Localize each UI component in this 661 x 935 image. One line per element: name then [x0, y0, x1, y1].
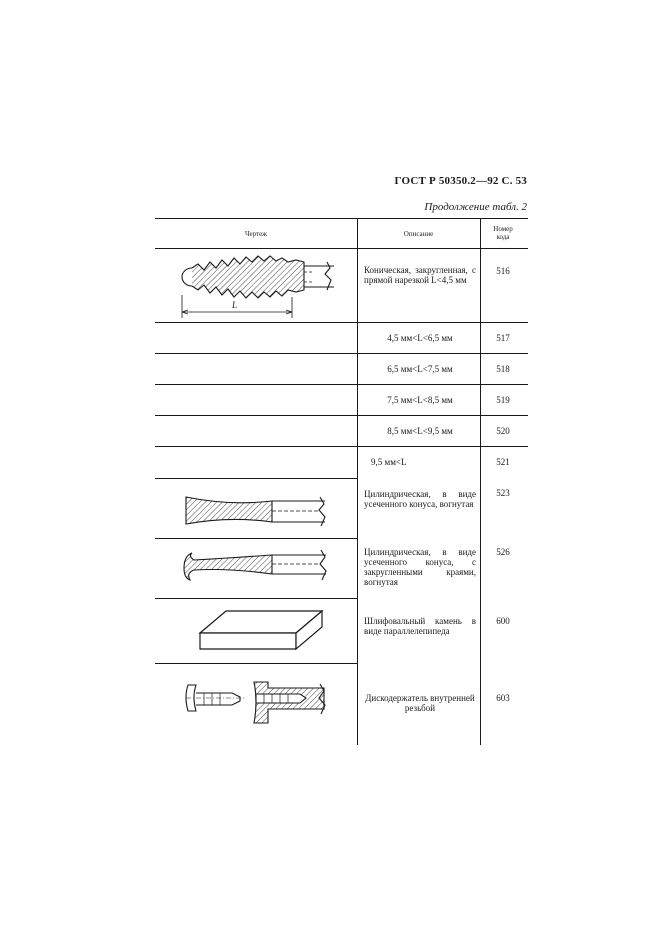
row-description: Цилиндрическая, в виде усеченного конуса…: [364, 489, 476, 509]
document-code: ГОСТ Р 50350.2—92 С. 53: [394, 175, 527, 187]
row-code: 519: [496, 395, 510, 405]
row-code: 600: [496, 616, 510, 626]
table-top-rule: [155, 218, 528, 219]
dimension-label: L: [231, 300, 237, 310]
grinding-stone-parallelepiped-icon: [198, 609, 324, 651]
row-description: 6,5 мм<L<7,5 мм: [387, 364, 453, 374]
row-code: 521: [496, 457, 510, 467]
row-description: 7,5 мм<L<8,5 мм: [387, 395, 453, 405]
row-code: 520: [496, 426, 510, 436]
row-rule: [155, 322, 528, 323]
tapered-rounded-straight-cut-icon: [181, 255, 334, 318]
row-code: 523: [496, 488, 510, 498]
row-rule: [155, 446, 528, 447]
row-rule: [155, 478, 357, 479]
truncated-cone-rounded-edges-icon: [183, 549, 327, 581]
column-header-code: Номер кода: [493, 225, 513, 241]
row-description: Цилиндрическая, в виде усеченного конуса…: [364, 547, 476, 587]
row-rule: [155, 598, 357, 599]
row-rule: [155, 384, 528, 385]
row-rule: [155, 415, 528, 416]
column-header-drawing: Чертеж: [244, 230, 268, 238]
row-description: 4,5 мм<L<6,5 мм: [387, 333, 453, 343]
truncated-cone-concave-icon: [185, 496, 326, 527]
row-code: 526: [496, 547, 510, 557]
row-description: 8,5 мм<L<9,5 мм: [387, 426, 453, 436]
table-continuation-label: Продолжение табл. 2: [424, 201, 527, 213]
row-description: Дискодержатель внутренней резьбой: [365, 693, 475, 713]
table-header-rule: [155, 248, 528, 249]
row-description: 9,5 мм<L: [371, 457, 407, 467]
row-code: 518: [496, 364, 510, 374]
row-rule: [155, 538, 357, 539]
row-description: Шлифовальный камень в виде параллелепипе…: [364, 616, 476, 636]
column-divider: [480, 218, 481, 745]
row-description: Коническая, закругленная, с прямой нарез…: [364, 265, 476, 285]
row-rule: [155, 663, 357, 664]
column-divider: [357, 218, 358, 745]
row-code: 517: [496, 333, 510, 343]
disc-holder-internal-thread-icon: [185, 681, 326, 724]
row-code: 603: [496, 693, 510, 703]
row-code: 516: [496, 266, 510, 276]
column-header-description: Описание: [403, 230, 434, 238]
row-rule: [155, 353, 528, 354]
